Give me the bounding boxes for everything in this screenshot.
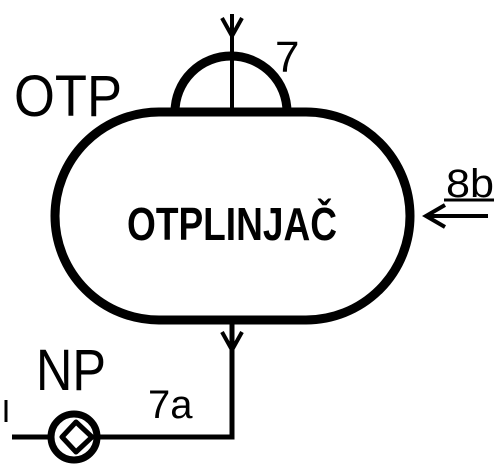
stream-8b-label: 8b bbox=[446, 162, 494, 206]
stream-7a-line bbox=[100, 320, 235, 440]
pump-tag-label: NP bbox=[36, 338, 106, 403]
stream-7a-label: 7a bbox=[148, 383, 193, 427]
stream-7a-arrow bbox=[220, 331, 244, 355]
stream-7-label: 7 bbox=[275, 33, 299, 82]
pump-np-triangle bbox=[59, 419, 95, 455]
stream-8b-arrow bbox=[422, 203, 447, 229]
stream-7-arrow bbox=[220, 17, 244, 41]
tank-tag-label: OTP bbox=[14, 64, 122, 129]
tank-name-label: OTPLINJAČ bbox=[127, 198, 337, 250]
